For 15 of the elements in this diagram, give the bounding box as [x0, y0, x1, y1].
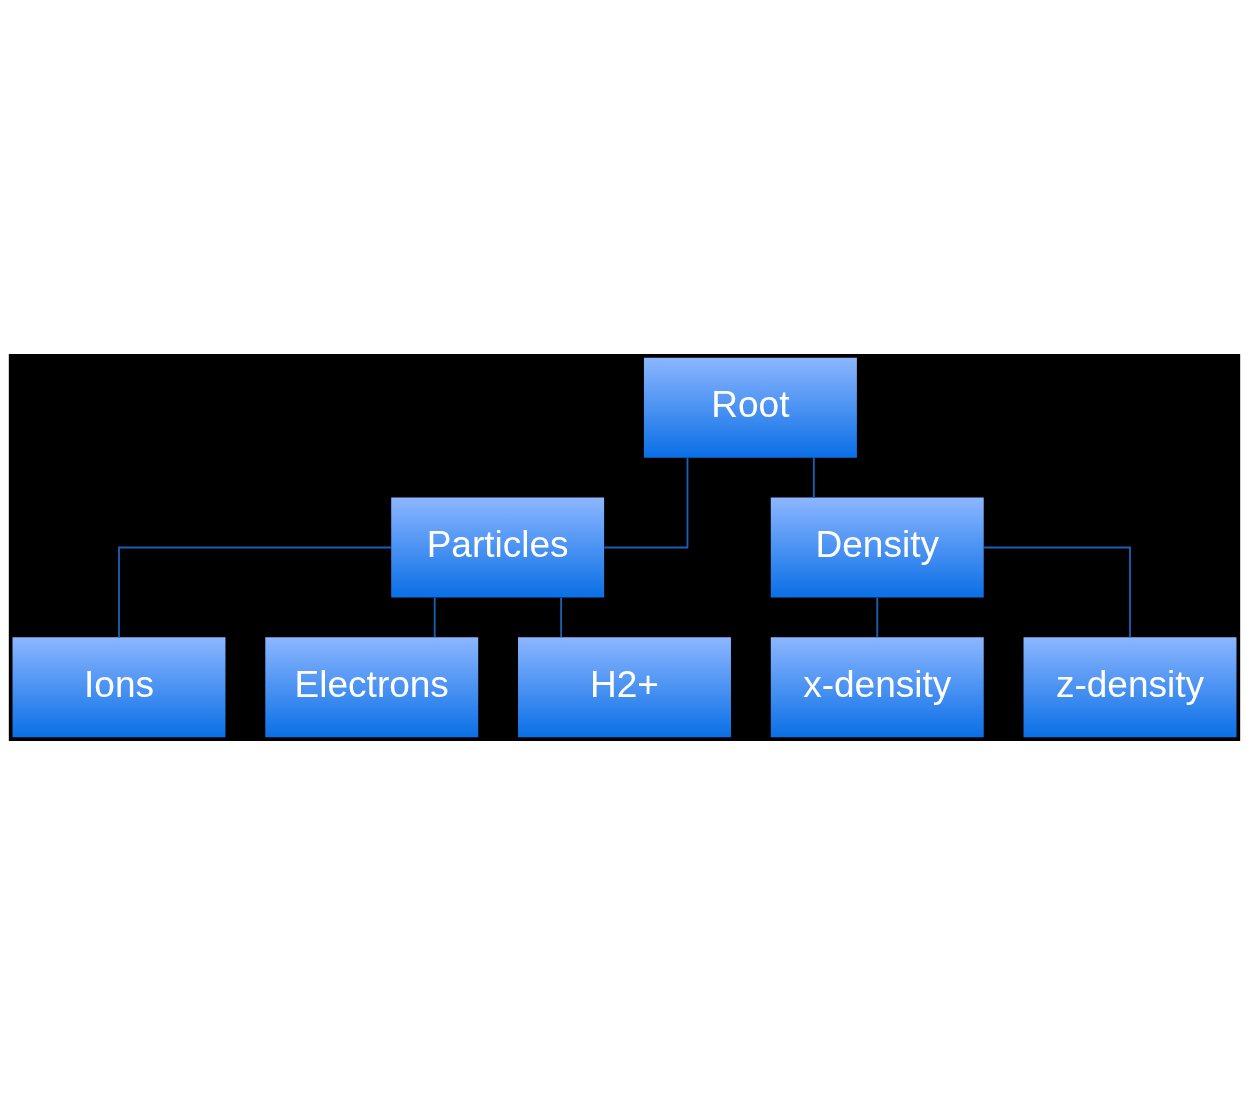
node-box: Ions: [12, 637, 226, 738]
node-box: x-density: [770, 637, 984, 738]
connector: [560, 596, 562, 639]
node-box: Density: [770, 497, 984, 598]
connector: [812, 456, 815, 499]
connector: [433, 596, 436, 639]
node-box: Root: [643, 357, 857, 458]
node-box: z-density: [1023, 637, 1237, 738]
connector: [983, 546, 1131, 639]
node-box: Particles: [391, 497, 605, 598]
node-box: Electrons: [265, 637, 479, 738]
connector: [876, 596, 879, 639]
connector: [603, 456, 689, 549]
connector: [118, 546, 393, 639]
node-box: H2+: [518, 637, 731, 738]
